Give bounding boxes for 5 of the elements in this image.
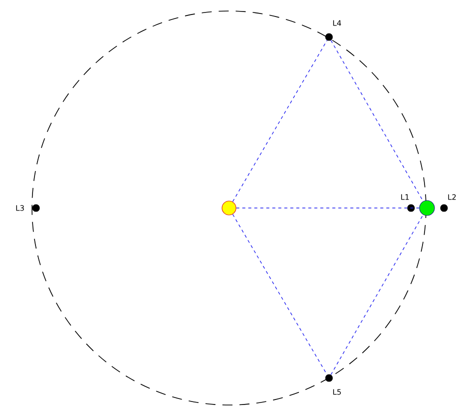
sun-marker bbox=[222, 200, 236, 216]
connector-line bbox=[330, 40, 424, 202]
planet-marker bbox=[419, 200, 435, 216]
connector-line bbox=[330, 214, 424, 376]
connector-line bbox=[232, 40, 328, 202]
